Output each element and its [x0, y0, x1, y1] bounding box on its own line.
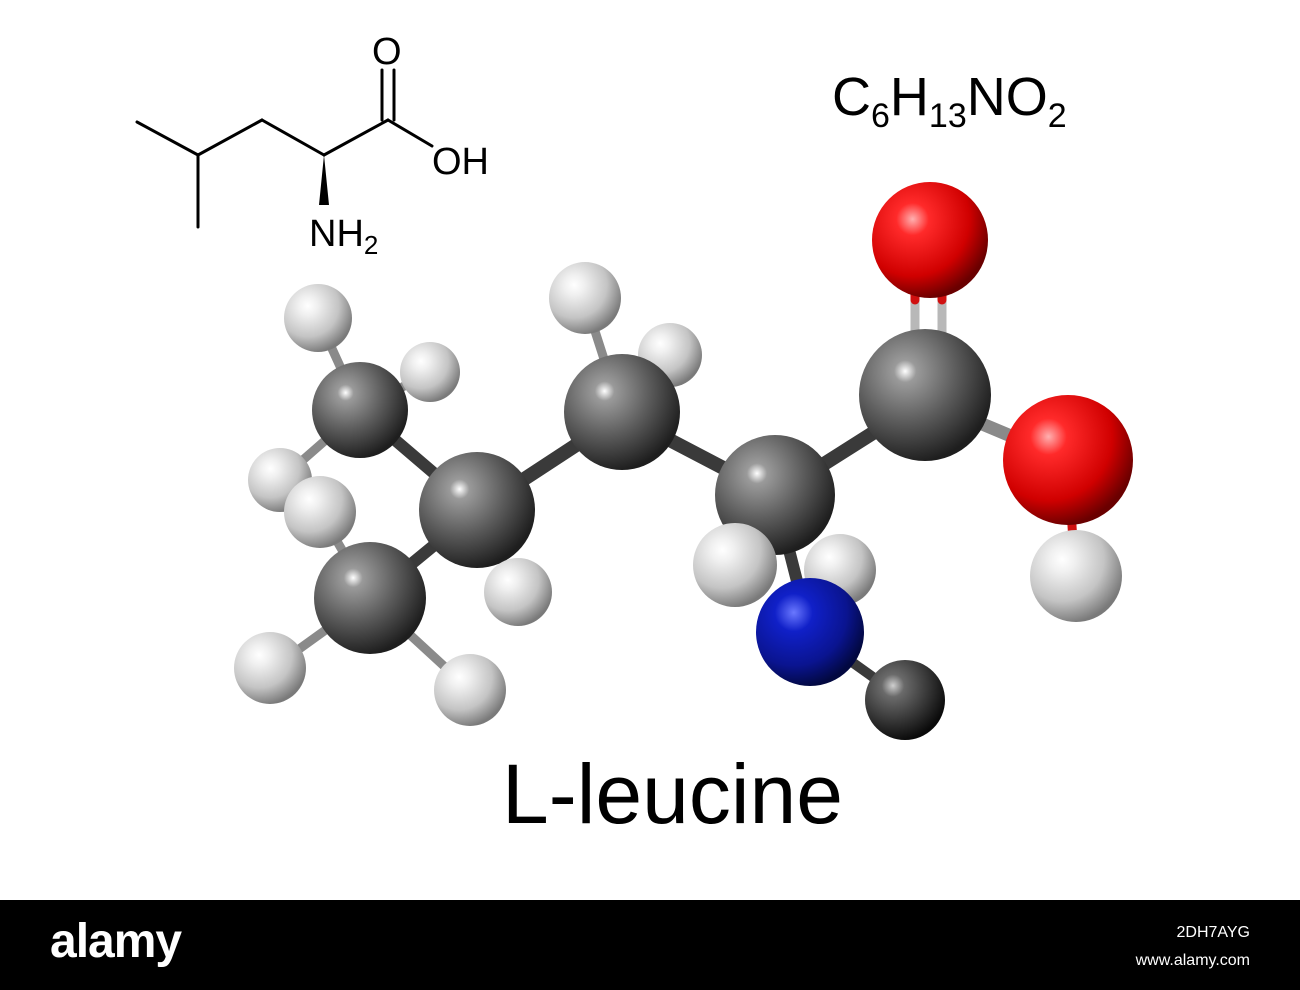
skeletal-formula	[135, 68, 434, 229]
molecule-illustration: O OH NH2	[135, 31, 1133, 740]
skeletal-bond	[260, 118, 326, 157]
hydrogen-atom	[693, 523, 777, 607]
skeletal-bond	[386, 118, 434, 148]
carbon-atom	[564, 354, 680, 470]
oxygen-atom	[872, 182, 988, 298]
formula-subscript: 2	[1047, 97, 1067, 135]
carbon-atom	[419, 452, 535, 568]
nitrogen-atom	[756, 578, 864, 686]
brand-logo: alamy	[50, 915, 182, 968]
amine-subscript: 2	[364, 230, 378, 260]
compound-name: L-leucine	[502, 747, 843, 841]
molecular-formula: C6H13NO2	[832, 70, 1067, 133]
hydrogen-atom	[484, 558, 552, 626]
carbon-atom	[859, 329, 991, 461]
formula-element: NO	[966, 67, 1048, 127]
hydrogen-atom	[434, 654, 506, 726]
hydrogen-atom	[549, 262, 621, 334]
hydrogen-atom	[234, 632, 306, 704]
hydrogen-atom	[284, 476, 356, 548]
carbon-atom	[312, 362, 408, 458]
skeletal-bond	[196, 118, 264, 157]
hydrogen-atom	[1030, 530, 1122, 622]
carbon-atom	[314, 542, 426, 654]
formula-element: C	[832, 67, 871, 127]
hydrogen-atom	[865, 660, 945, 740]
formula-element: H	[889, 67, 929, 127]
watermark-footer: alamy 2DH7AYG www.alamy.com	[0, 900, 1300, 990]
formula-subscript: 6	[871, 97, 890, 135]
skeletal-label-hydroxyl: OH	[432, 141, 489, 183]
formula-subscript: 13	[928, 97, 967, 135]
oxygen-atom	[1003, 395, 1133, 525]
image-id: 2DH7AYG	[1176, 924, 1250, 941]
skeletal-bond	[322, 118, 390, 157]
amine-main: NH	[309, 213, 364, 255]
hydrogen-atom	[284, 284, 352, 352]
wedge-bond	[319, 155, 329, 205]
molecule-figure: O OH NH2	[135, 31, 1133, 841]
skeletal-bond	[135, 120, 200, 157]
hydrogen-atom	[400, 342, 460, 402]
skeletal-label-amine: NH2	[309, 213, 378, 260]
site-url: www.alamy.com	[1135, 952, 1250, 969]
skeletal-label-oxygen: O	[372, 31, 402, 73]
